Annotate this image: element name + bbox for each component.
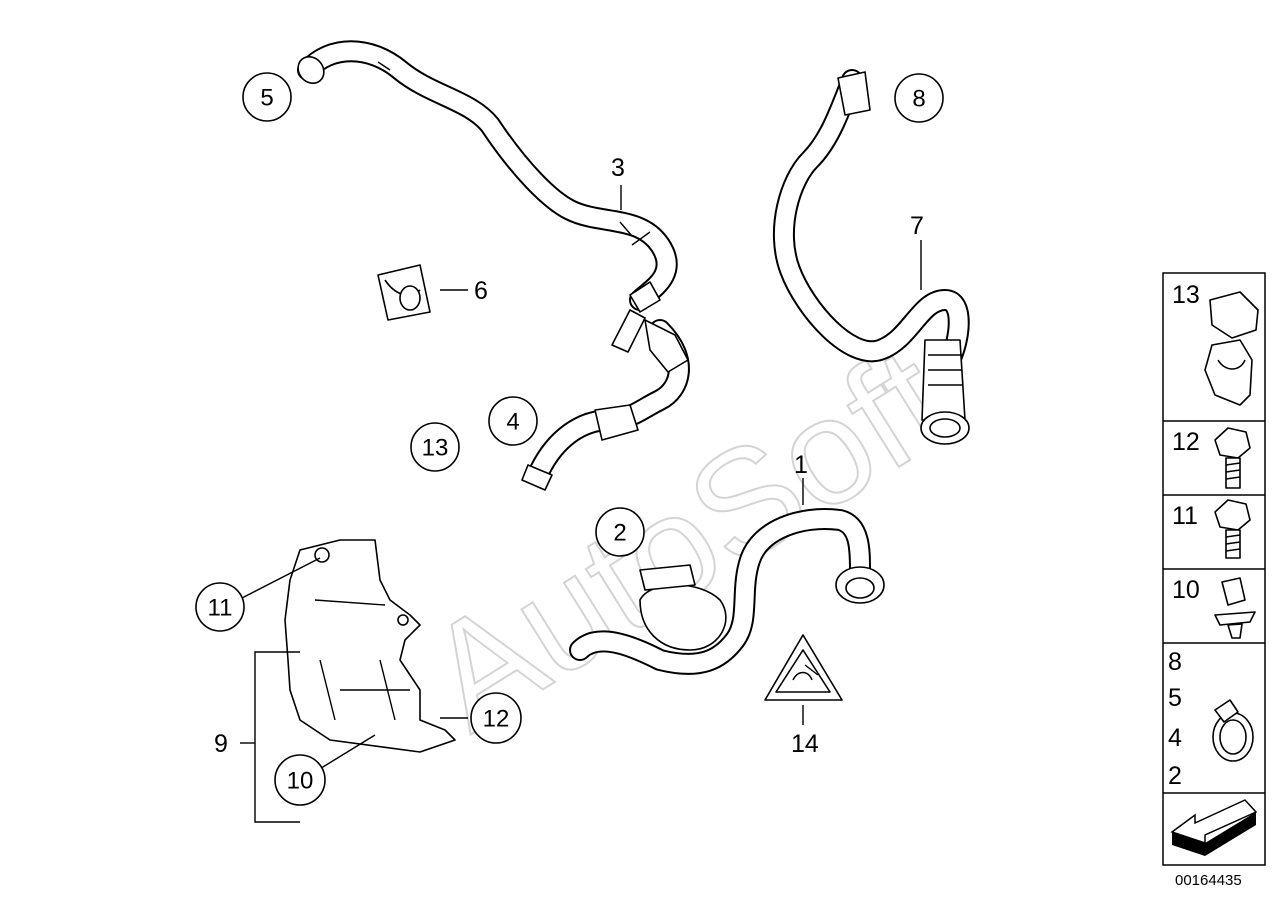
callout-8-text: 8 bbox=[912, 86, 925, 113]
bolt-12-icon bbox=[1214, 427, 1251, 489]
callout-13: 13 bbox=[410, 422, 460, 472]
callout-11-text: 11 bbox=[208, 595, 233, 622]
callout-11: 11 bbox=[195, 582, 245, 632]
leader-10 bbox=[317, 734, 376, 771]
side-label-13: 13 bbox=[1172, 281, 1200, 309]
label-6: 6 bbox=[474, 277, 488, 305]
clip-6 bbox=[377, 264, 431, 321]
direction-arrow-icon bbox=[1170, 799, 1258, 856]
bracket-9 bbox=[284, 539, 456, 753]
callout-4: 4 bbox=[488, 396, 538, 446]
callout-12-text: 12 bbox=[483, 706, 510, 733]
label-9: 9 bbox=[214, 730, 228, 758]
callout-2-text: 2 bbox=[613, 520, 626, 547]
bolt-11-icon bbox=[1214, 499, 1251, 559]
bracket-line-9 bbox=[254, 651, 300, 823]
side-label-11: 11 bbox=[1172, 502, 1198, 530]
callout-10-text: 10 bbox=[287, 768, 314, 795]
callout-13-text: 13 bbox=[422, 435, 449, 462]
side-label-clamp-4: 2 bbox=[1168, 762, 1182, 790]
side-panel: 13 12 11 10 8 5 4 2 bbox=[1162, 272, 1266, 866]
side-label-10: 10 bbox=[1172, 576, 1200, 604]
hose-4 bbox=[521, 319, 690, 491]
label-14: 14 bbox=[791, 730, 819, 758]
diagram-code: 00164435 bbox=[1175, 872, 1242, 889]
label-3: 3 bbox=[611, 154, 625, 182]
callout-12: 12 bbox=[470, 692, 522, 744]
label-7: 7 bbox=[910, 212, 924, 240]
hose-clamp-icon bbox=[1212, 699, 1254, 762]
label-1: 1 bbox=[794, 451, 808, 479]
side-label-clamp-2: 5 bbox=[1168, 684, 1182, 712]
warning-label-14 bbox=[764, 634, 843, 701]
callout-4-text: 4 bbox=[506, 409, 519, 436]
leader-11 bbox=[241, 557, 321, 599]
hose-3 bbox=[297, 40, 678, 353]
callout-10: 10 bbox=[274, 754, 326, 806]
callout-5-text: 5 bbox=[260, 85, 273, 112]
hose-7 bbox=[772, 69, 970, 445]
callout-2: 2 bbox=[595, 507, 645, 557]
callout-8: 8 bbox=[894, 73, 944, 123]
side-label-clamp-3: 4 bbox=[1168, 724, 1182, 752]
clip-13-icon bbox=[1204, 291, 1259, 406]
callout-5: 5 bbox=[242, 72, 292, 122]
side-label-12: 12 bbox=[1172, 428, 1200, 456]
side-label-clamp-1: 8 bbox=[1168, 648, 1182, 676]
hose-1 bbox=[569, 508, 885, 675]
expanding-rivet-10-icon bbox=[1214, 577, 1256, 639]
